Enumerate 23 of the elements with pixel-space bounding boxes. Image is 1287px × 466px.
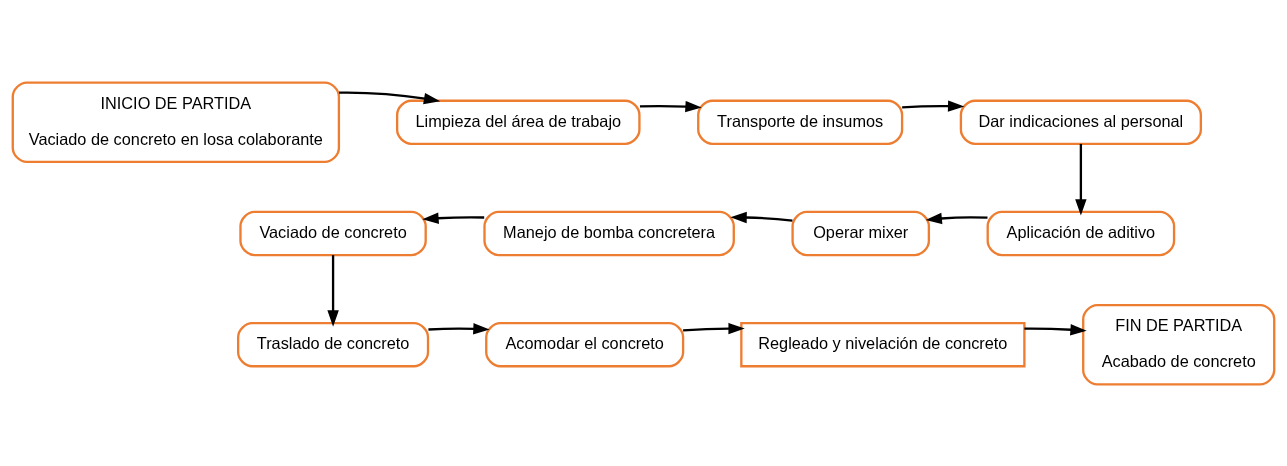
arrow xyxy=(1024,323,1087,335)
node-box: Acomodar el concreto xyxy=(485,321,685,367)
node-box: Traslado de concreto xyxy=(237,321,430,367)
node-box: INICIO DE PARTIDA Vaciado de concreto en losa colaborante xyxy=(11,81,341,163)
arrow xyxy=(1075,143,1087,215)
arrow xyxy=(422,212,485,224)
node-box: Operar mixer xyxy=(791,210,931,256)
arrow xyxy=(339,90,441,104)
node-box: Transporte de insumos xyxy=(697,99,904,145)
arrow xyxy=(683,322,745,334)
arrow xyxy=(639,100,702,112)
arrow xyxy=(327,254,339,327)
arrow xyxy=(925,212,988,224)
node-box: Aplicación de aditivo xyxy=(986,210,1176,256)
node-box: Dar indicaciones al personal xyxy=(959,99,1202,145)
arrow xyxy=(428,322,490,334)
arrow xyxy=(902,99,965,112)
node-box: Regleado y nivelación de concreto xyxy=(740,321,1026,367)
arrow xyxy=(730,211,793,223)
node-box: Limpieza del área de trabajo xyxy=(396,99,641,145)
node-box: Manejo de bomba concretera xyxy=(483,210,735,256)
node-box: Vaciado de concreto xyxy=(239,210,427,256)
node-box: FIN DE PARTIDA Acabado de concreto xyxy=(1082,303,1276,385)
